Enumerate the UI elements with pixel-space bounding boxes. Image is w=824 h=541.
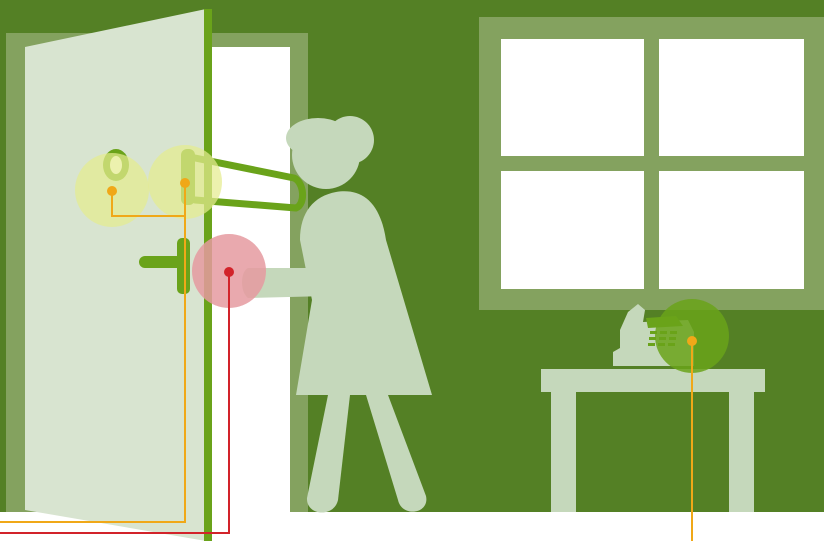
door-viewer-marker [107,186,117,196]
telephone-marker [687,336,697,346]
window [479,17,824,310]
door-chain-marker [180,178,190,188]
door-handle-marker [224,267,234,277]
